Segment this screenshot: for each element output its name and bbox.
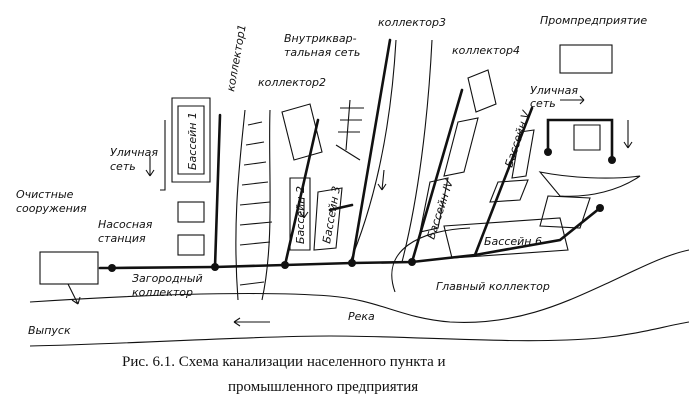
collector4-line [410,88,464,264]
main-collector-line [110,206,602,270]
river-bend [391,227,471,293]
basin4-block-1 [467,69,497,113]
treatment-facilities-label-2: сооружения [16,202,87,215]
flow-arrow-river [233,317,270,327]
outlet-label: Выпуск [28,324,71,337]
street-network-right-pipe [560,95,585,105]
industrial-network-lower [573,124,601,151]
pumping-station-label-2: станция [98,232,146,245]
basin2-block-top [281,103,323,161]
figure-caption-line2: промышленного предприятия [228,379,418,395]
pumping-station-building [177,201,205,223]
basin6-block [443,217,569,259]
industrial-enterprise-label: Промпредприятие [540,14,647,27]
basin4-block-2 [443,117,479,177]
collector3-line [350,38,392,265]
flow-arrow-left [145,156,155,177]
industrial-outflow-arrow [623,120,633,149]
industrial-network [546,118,614,162]
figure-caption-line1: Рис. 6.1. Схема канализации населенного … [122,354,446,370]
junction-pumping [108,264,116,272]
basin5-block-1 [511,129,535,179]
street-network-right-label-1: Уличная [530,84,578,97]
treatment-facilities-label-1: Очистные [16,188,74,201]
intra-block-network [335,99,364,161]
suburban-collector-label-1: Загородный [132,272,203,285]
junction-collector2 [281,261,289,269]
basin4-block-3 [419,177,449,233]
suburban-collector-label-2: коллектор [132,286,193,299]
junction-collector3 [348,259,356,267]
flow-arrow-collector3 [377,169,387,191]
collector3-label: коллектор3 [378,16,446,29]
industrial-enterprise-box [559,44,613,74]
collector4-label: коллектор4 [452,44,520,57]
junction-collector5 [596,204,604,212]
pumping-station-lower [177,234,205,256]
basin3-block [313,187,343,251]
river-lower-bank [29,321,689,347]
outlet-arrow [67,283,81,305]
street-network-right-label-2: сеть [530,97,556,110]
intra-block-network-label-1: Внутриквар- [284,32,357,45]
collector2-label: коллектор2 [258,76,326,89]
basin2-block [289,177,311,251]
central-strip-left [349,39,397,263]
basin2-label: Бассейн 2 [294,186,307,244]
basin6-label: Бассейн 6 [484,235,542,248]
main-collector-label: Главный коллектор [436,280,550,293]
street-network-left-label-2: сеть [110,160,136,173]
treatment-facilities-box [39,251,99,285]
industrial-terrain [538,171,641,197]
junction-collector1 [211,263,219,271]
river-label: Река [348,310,375,323]
ravine-hatching [239,121,273,286]
basin1-block [171,97,211,183]
junction-collector4 [408,258,416,266]
basin5-block-2 [489,179,529,203]
collector1-line [213,113,222,269]
pumping-station-label-1: Насосная [98,218,153,231]
flow-arrow-collector2 [299,198,309,219]
street-network-left-label-1: Уличная [110,146,158,159]
central-strip-right [401,39,433,263]
basin6-inner [539,195,591,229]
collector1-label: коллектор1 [224,23,249,92]
intra-block-network-label-2: тальная сеть [284,46,360,59]
basin1-label: Бассейн 1 [186,112,199,170]
ravine-outline [235,109,271,301]
river-upper-bank [29,249,689,323]
street-network-left-pipe [160,120,166,191]
collector3-branch [328,203,354,212]
